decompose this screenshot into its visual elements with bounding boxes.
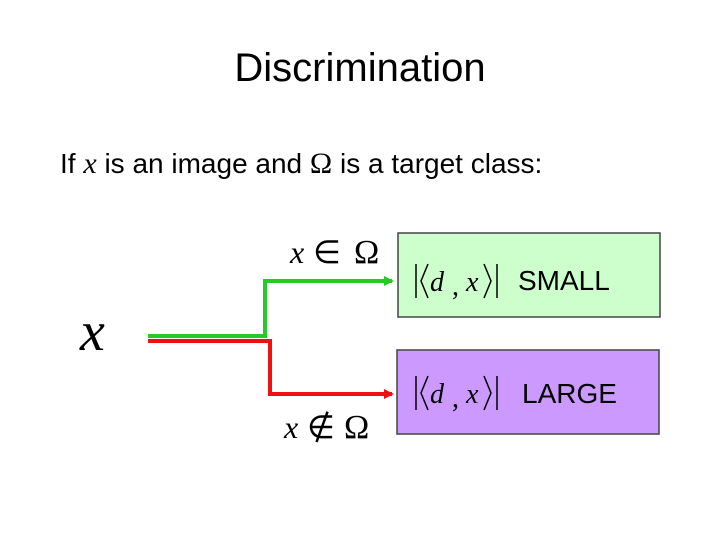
upper-expr-comma: , — [452, 271, 459, 302]
upper-angle-right — [483, 263, 492, 299]
upper-cond-relation: ∈ — [313, 234, 341, 270]
lower-cond-var: x — [283, 409, 298, 445]
lower-angle-right — [483, 375, 492, 411]
upper-box-label: SMALL — [518, 265, 610, 296]
upper-path — [148, 276, 394, 338]
upper-condition: x ∈ Ω — [289, 234, 379, 271]
input-var-x: x — [79, 301, 105, 363]
lower-cond-set: Ω — [344, 409, 369, 446]
lower-expr-d: d — [430, 379, 445, 410]
upper-result-box: d , x SMALL — [397, 232, 661, 318]
lower-result-box: d , x LARGE — [396, 349, 660, 435]
lower-condition: x ∉ Ω — [283, 409, 369, 446]
slide-title: Discrimination — [234, 46, 486, 90]
lower-box-label: LARGE — [522, 378, 617, 409]
subtitle-middle: is an image and — [96, 148, 310, 179]
slide-subtitle: If x is an image and Ω is a target class… — [60, 146, 542, 182]
upper-cond-var: x — [289, 234, 304, 270]
subtitle-var-x: x — [83, 147, 97, 180]
lower-cond-relation: ∉ — [307, 409, 335, 445]
lower-box-rect — [396, 349, 660, 435]
upper-expr-d: d — [430, 267, 445, 298]
lower-expr-comma: , — [452, 383, 459, 414]
lower-expr-x: x — [465, 379, 479, 410]
upper-box-rect — [397, 232, 661, 318]
upper-cond-set: Ω — [354, 234, 379, 271]
lower-angle-left — [420, 375, 429, 411]
subtitle-prefix: If — [60, 148, 84, 179]
upper-expr-x: x — [465, 267, 479, 298]
upper-angle-left — [420, 263, 429, 299]
subtitle-suffix: is a target class: — [332, 148, 543, 179]
subtitle-omega: Ω — [309, 147, 333, 180]
lower-path — [148, 339, 394, 399]
